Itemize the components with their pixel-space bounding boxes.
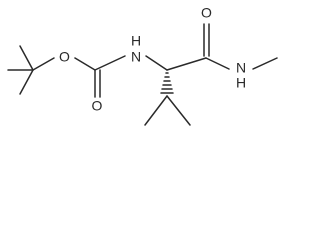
isopropyl-right-methyl-bond: [166, 95, 191, 126]
svg-text:N: N: [131, 49, 141, 65]
alpha-carbon-to-amide-carbonyl-bond: [166, 57, 207, 71]
amide-carbonyl-oxygen: O: [199, 5, 214, 22]
structure-canvas: O O H N O N H: [0, 0, 284, 134]
svg-text:O: O: [92, 98, 103, 114]
amide-carbonyl-to-nh-bond: [205, 57, 230, 70]
svg-text:O: O: [59, 49, 70, 65]
tbutyl-bottom-methyl-bond: [19, 69, 34, 95]
amide-nh-to-methyl-bond: [252, 57, 278, 70]
nh-to-alpha-carbon-bond: [145, 55, 168, 71]
svg-text:N: N: [236, 60, 246, 76]
carbamate-carbonyl-oxygen: O: [90, 98, 104, 115]
tbutyl-to-ether-oxygen-bond: [32, 57, 55, 71]
ether-oxygen-to-carbonyl-carbon-bond: [74, 57, 96, 71]
chemical-structure-diagram: O O H N O N H: [7, 5, 278, 126]
svg-text:H: H: [236, 75, 246, 91]
carbamate-ether-oxygen: O: [58, 49, 71, 66]
carbamate-nh: H N: [127, 33, 145, 65]
isopropyl-left-methyl-bond: [144, 95, 168, 126]
amide-nh: N H: [231, 60, 251, 91]
tbutyl-top-methyl-bond: [19, 45, 34, 71]
svg-text:O: O: [201, 5, 212, 21]
svg-text:H: H: [131, 33, 141, 49]
stereo-hashed-wedge: [160, 72, 174, 94]
carbonyl-carbon-to-nh-bond: [94, 55, 126, 71]
